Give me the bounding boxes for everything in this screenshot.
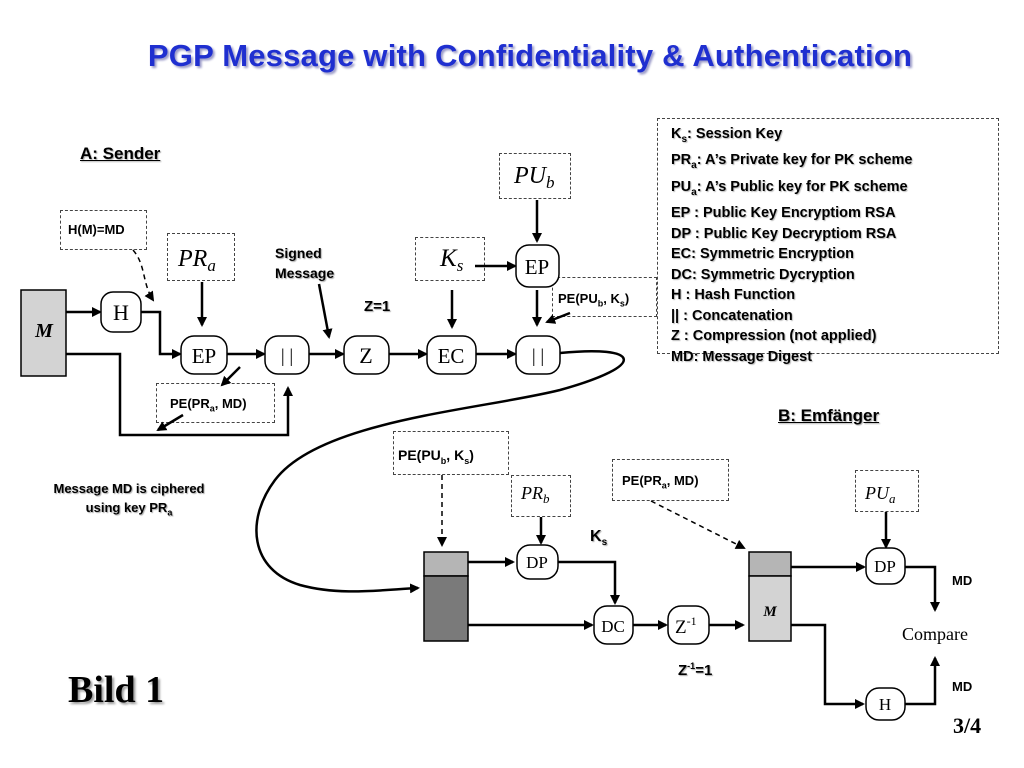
- legend-row: H : Hash Function: [671, 287, 796, 304]
- h-sender-text: H: [113, 300, 129, 325]
- legend-row: PRa: A’s Private key for PK scheme: [671, 152, 913, 172]
- legend-row: PUa: A’s Public key for PK scheme: [671, 178, 908, 198]
- legend-row: EC: Symmetric Encryption: [671, 246, 854, 263]
- pe-pub-ks-top-label: PE(PUb, Ks): [558, 291, 630, 309]
- m-sender-text: M: [34, 320, 54, 342]
- dp-node-recv2: [865, 547, 906, 585]
- dc-text: DC: [601, 617, 625, 636]
- h-recv-text: H: [879, 695, 891, 714]
- receiver-label: B: Emfänger: [778, 406, 880, 425]
- message-box-recv: [748, 575, 792, 642]
- pra-key-text: PRa: [177, 246, 216, 275]
- concat-node-1: [264, 335, 310, 375]
- legend-row: DP : Public Key Decryptiom RSA: [671, 225, 897, 242]
- ep-key-node: [515, 244, 560, 288]
- z-text: Z: [359, 343, 372, 368]
- ec-text: EC: [438, 344, 465, 368]
- pua-key-text: PUa: [864, 483, 896, 506]
- dp-node-recv1: [516, 544, 559, 580]
- zinv-eq-1-label: Z-1=1: [678, 661, 713, 679]
- md-top-label: MD: [952, 573, 973, 588]
- hm-md-label: H(M)=MD: [68, 222, 125, 237]
- dc-node: [593, 605, 634, 645]
- sender-label: A: Sender: [80, 144, 161, 163]
- dp-recv1-text: DP: [526, 553, 548, 572]
- hash-node-recv: [865, 687, 906, 721]
- pra-key-box: [167, 233, 235, 281]
- concat1-text: | |: [281, 346, 293, 367]
- pe-pra-md-recv-label: PE(PRa, MD): [622, 473, 699, 491]
- concat2-text: | |: [532, 346, 544, 367]
- pe-pra-md-sender-box: [156, 383, 275, 423]
- zinv-node: [667, 605, 710, 645]
- dp-recv2-text: DP: [874, 557, 896, 576]
- page-title: PGP Message with Confidentiality & Authe…: [147, 38, 913, 73]
- ks-key-box: [415, 237, 485, 281]
- pua-key-box: [855, 470, 919, 512]
- ks-label: Ks: [590, 528, 608, 549]
- legend-row: Z : Compression (not applied): [671, 328, 877, 345]
- pe-pub-ks-recv-label: PE(PUb, Ks): [398, 447, 474, 466]
- pe-pra-md-recv-box: [612, 459, 729, 501]
- pub-key-box: [499, 153, 571, 199]
- legend-row: || : Concatenation: [671, 307, 793, 324]
- ec-node: [426, 335, 477, 375]
- pe-pub-ks-top-box: [552, 277, 657, 317]
- legend-row: DC: Symmetric Dycryption: [671, 266, 855, 283]
- pe-pra-md-sender-label: PE(PRa, MD): [170, 396, 247, 414]
- ks-key-text: Ks: [439, 245, 464, 275]
- message-header-recv: [748, 551, 792, 577]
- z-node: [343, 335, 390, 375]
- cipher-stack-header: [423, 551, 469, 577]
- ep-sign-node: [180, 335, 228, 375]
- z-eq-1-label: Z=1: [364, 298, 391, 315]
- md-bottom-label: MD: [952, 679, 973, 694]
- cipher-stack-body: [423, 575, 469, 642]
- hash-node-sender: [100, 291, 142, 333]
- legend-row: MD: Message Digest: [671, 348, 813, 365]
- prb-key-text: PRb: [520, 483, 550, 506]
- legend-row: Ks: Session Key: [671, 126, 783, 145]
- pub-key-text: PUb: [513, 163, 555, 192]
- m-recv-text: M: [762, 604, 777, 620]
- pe-pub-ks-recv-box: [393, 431, 509, 475]
- concat-node-2: [515, 335, 561, 375]
- compare-label: Compare: [902, 624, 968, 644]
- page-number: 3/4: [953, 713, 982, 738]
- ep-sign-text: EP: [192, 344, 217, 368]
- zinv-text: Z-1: [675, 614, 697, 638]
- figure-label: Bild 1: [68, 669, 165, 711]
- hm-md-box: [60, 210, 147, 250]
- ep-key-text: EP: [525, 255, 550, 279]
- message-box-sender: [20, 289, 67, 377]
- prb-key-box: [511, 475, 571, 517]
- legend-row: EP : Public Key Encryptiom RSA: [671, 205, 896, 222]
